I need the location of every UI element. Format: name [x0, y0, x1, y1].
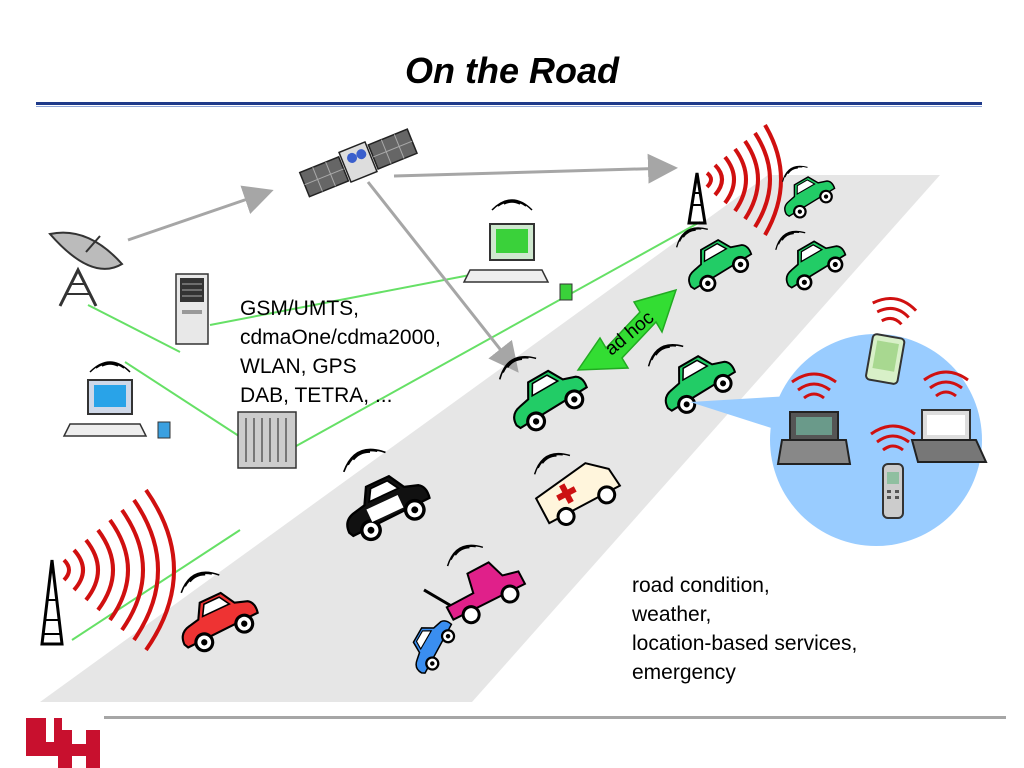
desktop-computer-icon — [62, 361, 171, 439]
uplink-arrows — [127, 153, 678, 373]
uh-logo-icon — [26, 718, 100, 768]
radio-tower-icon — [40, 488, 176, 652]
police-car-icon — [333, 441, 438, 550]
dish-antenna-icon — [48, 231, 124, 307]
desktop-computer-icon — [462, 199, 573, 301]
laptop-icon — [776, 372, 852, 465]
tech-line: WLAN, GPS — [240, 355, 357, 378]
service-line: road condition, — [632, 574, 770, 597]
mobile-phone-icon — [870, 424, 916, 519]
technology-list: GSM/UMTS, cdmaOne/cdma2000, WLAN, GPS DA… — [240, 294, 441, 410]
tow-truck-icon — [423, 537, 527, 625]
satellite-icon — [298, 128, 418, 198]
pda-icon — [865, 296, 918, 385]
service-line: location-based services, — [632, 632, 858, 655]
service-line: emergency — [632, 661, 736, 684]
adhoc-arrow — [576, 288, 678, 371]
radio-tower-icon — [687, 123, 783, 236]
tech-line: GSM/UMTS, — [240, 297, 359, 320]
title-rule — [36, 102, 982, 105]
laptop-icon — [910, 370, 988, 463]
base-station-icon — [237, 411, 297, 469]
footer-rule — [104, 716, 1006, 719]
server-icon — [175, 273, 209, 345]
tech-line: cdmaOne/cdma2000, — [240, 326, 441, 349]
road — [40, 175, 940, 702]
tech-line: DAB, TETRA, ... — [240, 384, 393, 407]
services-list: road condition, weather, location-based … — [632, 571, 857, 687]
service-line: weather, — [632, 603, 712, 626]
ambulance-icon — [529, 445, 622, 526]
callout-pointer — [690, 396, 790, 434]
slide-title: On the Road — [405, 50, 619, 91]
